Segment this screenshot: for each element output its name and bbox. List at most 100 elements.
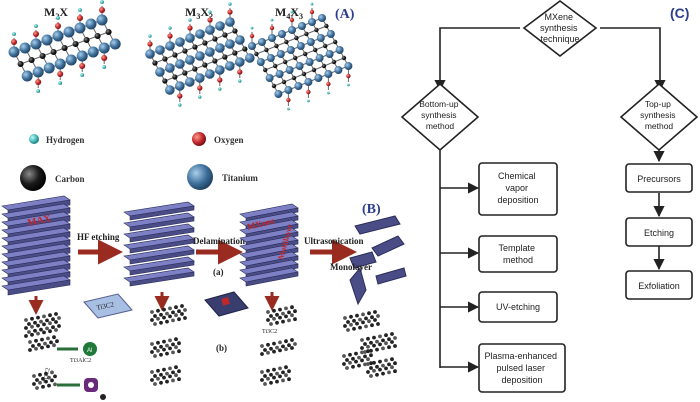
lattice-atom — [375, 364, 379, 369]
lattice-atom — [183, 308, 187, 312]
hydrogen-atom — [168, 26, 172, 30]
delaminated-flake-mark — [221, 297, 230, 306]
lattice-atom — [177, 377, 181, 382]
lattice-atom — [153, 382, 157, 386]
lattice-atom — [41, 376, 45, 381]
lattice-atom — [156, 308, 160, 313]
flowchart-connectors — [434, 27, 666, 373]
titanium-atom — [318, 14, 326, 22]
titanium-atom — [235, 35, 245, 45]
titanium-atom — [295, 62, 304, 70]
lattice-atom — [32, 374, 36, 378]
svg-text:Al: Al — [87, 348, 92, 354]
carbon-atom — [301, 71, 307, 77]
lattice-atom — [168, 346, 172, 351]
carbon-atom — [293, 55, 298, 61]
lattice-atom — [48, 321, 52, 326]
oxygen-atom — [147, 41, 153, 47]
panel-c: (C) MXene synthesis technique Bottom-up … — [400, 0, 700, 402]
lattice-atom — [266, 318, 270, 322]
lattice-atom — [372, 335, 376, 340]
hydrogen-atom — [310, 2, 314, 6]
label-m3x2: M3X2 — [185, 5, 213, 21]
lattice-atom — [162, 307, 166, 312]
carbon-atom — [311, 67, 317, 73]
lattice-atom — [343, 324, 347, 328]
lattice-atom — [272, 341, 276, 346]
lattice-atom — [293, 342, 297, 346]
lattice-atom — [366, 336, 370, 341]
lattice-atom — [34, 338, 38, 343]
lattice-atom — [57, 316, 61, 320]
lattice-atom — [364, 316, 368, 321]
lattice-atom — [27, 322, 31, 326]
titanium-atom — [87, 46, 99, 58]
lattice-atom — [42, 314, 46, 319]
slab-side — [129, 216, 195, 232]
lattice-atom — [51, 325, 55, 330]
lattice-atom — [345, 366, 349, 370]
box-plasma-text: Plasma-enhanced pulsed laser deposition — [484, 351, 559, 385]
atom-legend: Hydrogen Oxygen Carbon Titanium — [20, 132, 258, 191]
lattice-atom — [36, 331, 40, 336]
titanium-atom — [195, 29, 205, 39]
titanium-atom — [205, 25, 215, 35]
carbon-atom — [264, 47, 269, 53]
titanium-atom — [185, 33, 195, 43]
lattice-atom — [37, 342, 41, 347]
lattice-atom — [269, 314, 273, 318]
lattice-atom — [156, 368, 160, 373]
lattice-atom — [43, 341, 47, 346]
lattice-atom — [384, 333, 388, 338]
oxygen-atom — [197, 85, 203, 91]
titanium-atom — [274, 90, 283, 98]
lattice-atom — [381, 338, 385, 343]
lattice-atom — [275, 379, 279, 384]
lattice-atom — [381, 346, 385, 351]
lattice-atom — [363, 350, 367, 354]
box-chemical-vapor-deposition — [478, 162, 558, 216]
hydrogen-atom — [188, 18, 192, 22]
slab-side — [129, 238, 195, 254]
lattice-atom — [42, 330, 46, 335]
titanium-atom — [175, 59, 185, 69]
titanium-atom — [215, 21, 225, 31]
lattice-atom — [45, 326, 49, 331]
titanium-atom — [285, 66, 294, 74]
carbon-atom — [39, 52, 46, 60]
lattice-atom — [284, 373, 288, 378]
lattice-atom — [168, 374, 172, 379]
lattice-atom — [165, 311, 169, 316]
oxygen-atom — [326, 81, 331, 87]
hydrogen-atom — [198, 95, 202, 99]
oxygen-atom — [249, 33, 255, 39]
lattice-atom — [387, 362, 391, 367]
lattice-atom — [348, 360, 352, 365]
titanium-atom — [344, 62, 353, 70]
lattice-atom — [159, 372, 163, 377]
lattice-atom — [287, 310, 291, 315]
lattice-atom — [351, 356, 355, 361]
carbon-atom — [281, 79, 287, 85]
lattice-atom — [177, 341, 181, 346]
lattice-atom — [171, 318, 175, 323]
lattice-atom — [343, 316, 347, 320]
lattice-atom — [33, 320, 37, 325]
lattice-atom — [366, 370, 370, 374]
carbon-atom — [222, 54, 228, 60]
lattice-atom — [278, 348, 282, 353]
titanium-atom — [205, 47, 215, 57]
box-precursors — [625, 163, 693, 193]
titanium-atom — [325, 50, 334, 58]
lattice-atom — [387, 337, 391, 342]
titanium-atom — [85, 18, 97, 30]
titanium-atom — [74, 22, 86, 34]
lattice-atom — [367, 319, 371, 324]
lattice-atom — [36, 323, 40, 328]
crystal-structure-m3x2 — [145, 2, 255, 107]
lattice-atom — [384, 341, 388, 346]
lattice-atom — [363, 362, 367, 367]
titanium-atom — [19, 42, 31, 54]
hydrogen-atom — [347, 83, 350, 87]
lattice-atom — [369, 374, 373, 378]
